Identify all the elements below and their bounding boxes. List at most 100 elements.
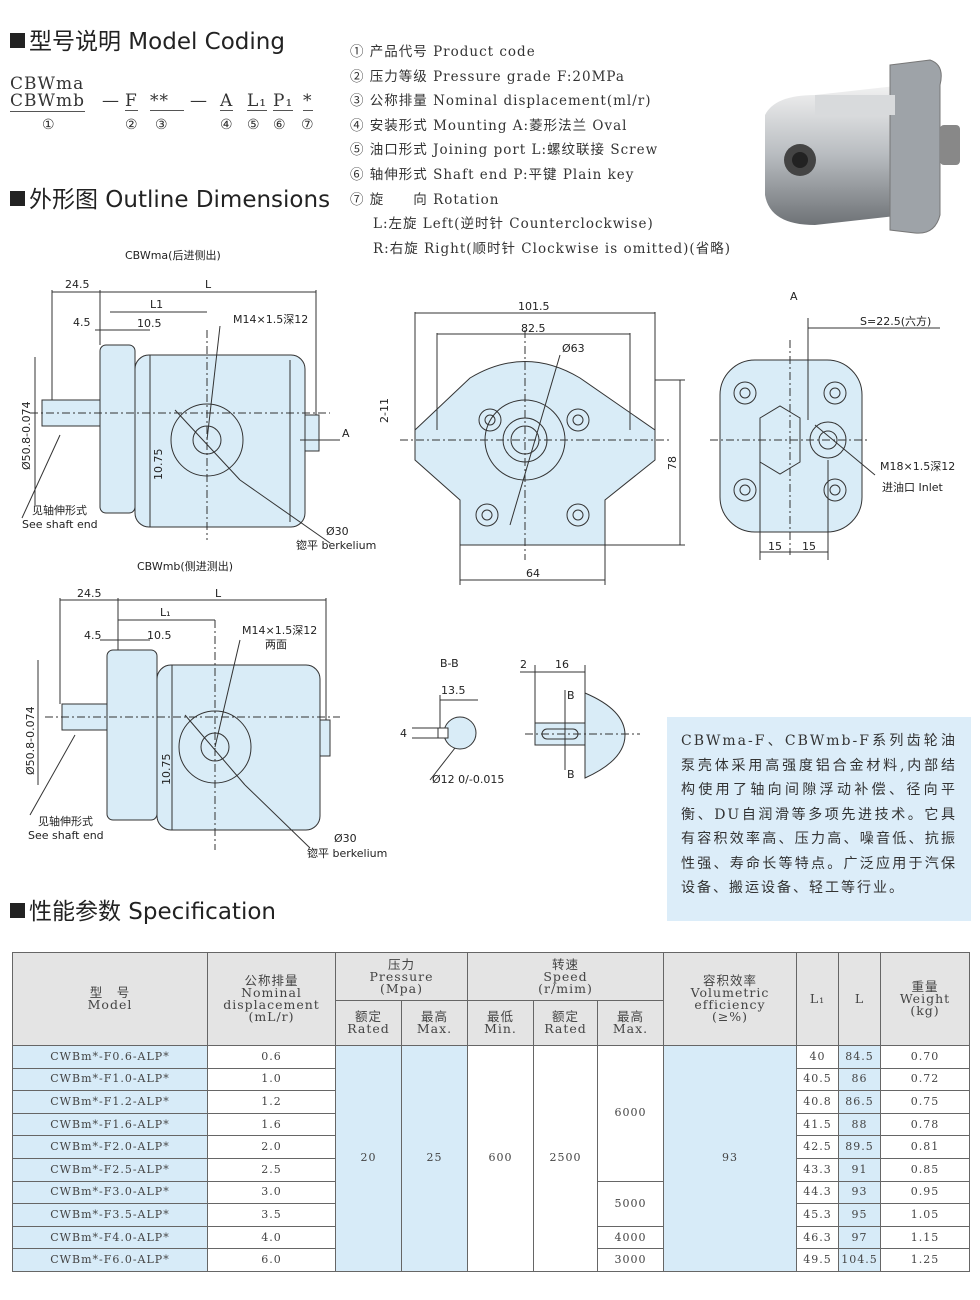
cell-l1: 46.3 [796, 1225, 839, 1250]
label: CBWmb(侧进测出) [137, 559, 233, 573]
section-title-text: 型号说明 Model Coding [29, 29, 285, 55]
cell-model: CWBm*-F2.5-ALP* [12, 1157, 208, 1182]
label: Ø50.8-0.074 [20, 401, 33, 470]
pump-front-view [400, 312, 685, 585]
spec-table: 型 号 Model 公称排量 Nominal displacement (mL/… [12, 952, 970, 1272]
label: A [342, 427, 350, 440]
cell-displacement: 0.6 [207, 1045, 336, 1069]
label: L₁ [160, 606, 171, 619]
cell-model: CWBm*-F6.0-ALP* [12, 1248, 208, 1272]
cell-l1: 40.8 [796, 1090, 839, 1114]
code-dash: — [102, 91, 120, 111]
cell-l: 93 [838, 1180, 881, 1205]
drawing-labels: CBWma(后进侧出) 24.5 L L1 4.5 10.5 M14×1.5深1… [20, 248, 955, 860]
code-p1: P₁ [273, 91, 294, 111]
cell-model: CWBm*-F1.0-ALP* [12, 1067, 208, 1092]
label: 10.75 [152, 449, 165, 481]
legend-item: L:左旋 Left(逆时针 Counterclockwise) [373, 216, 654, 233]
pump-side-view-cbwmb [29, 598, 340, 850]
cell-model: CWBm*-F3.5-ALP* [12, 1203, 208, 1227]
cell-displacement: 1.6 [207, 1112, 336, 1137]
th-speed-max: 最高 Max. [597, 1000, 664, 1046]
label: A [790, 290, 798, 303]
code-num: ⑤ [247, 117, 261, 133]
label: Ø63 [562, 342, 585, 355]
label: 78 [666, 456, 679, 470]
code-l1: L₁ [247, 91, 268, 111]
label: 15 [802, 540, 816, 553]
label: 24.5 [65, 278, 90, 291]
label: 101.5 [518, 300, 550, 313]
legend-item: R:右旋 Right(顺时针 Clockwise is omitted)(省略) [373, 240, 731, 257]
code-dash: — [190, 91, 208, 111]
label: 10.5 [147, 629, 172, 642]
cell-weight: 0.78 [880, 1112, 970, 1137]
code-num: ② [125, 117, 139, 133]
cell-pressure-rated: 20 [335, 1045, 402, 1272]
cell-l: 104.5 [838, 1248, 881, 1272]
cell-l: 86 [838, 1067, 881, 1092]
cell-l1: 42.5 [796, 1135, 839, 1159]
cell-weight: 0.70 [880, 1045, 970, 1069]
cell-displacement: 6.0 [207, 1248, 336, 1272]
cell-weight: 1.15 [880, 1225, 970, 1250]
code-num: ⑦ [301, 117, 315, 133]
cell-l: 97 [838, 1225, 881, 1250]
label: 两面 [265, 638, 287, 651]
section-title-spec: 性能参数 Specification [10, 892, 276, 926]
label: 2 [520, 658, 527, 671]
cell-speed-max: 6000 [597, 1045, 664, 1182]
th-efficiency: 容积效率 Volumetric efficiency (≥%) [663, 952, 797, 1046]
label: Ø12 0/-0.015 [432, 773, 504, 786]
label: 64 [526, 567, 540, 580]
cell-l1: 43.3 [796, 1157, 839, 1182]
cell-pressure-max: 25 [401, 1045, 468, 1272]
outline-drawings: CBWma(后进侧出) 24.5 L L1 4.5 10.5 M14×1.5深1… [20, 248, 955, 860]
cell-l: 91 [838, 1157, 881, 1182]
cell-l1: 49.5 [796, 1248, 839, 1272]
th-speed-rated: 额定 Rated [533, 1000, 598, 1046]
label: 10.75 [160, 754, 173, 786]
label: M14×1.5深12 [233, 313, 308, 326]
code-cbwma: CBWma [10, 74, 85, 94]
label: M14×1.5深12 [242, 624, 317, 637]
code-stars: ** [150, 93, 184, 111]
cell-speed-rated: 2500 [533, 1045, 598, 1272]
pump-end-view-a [710, 318, 940, 560]
legend-item: ⑦ 旋 向 Rotation [350, 191, 500, 208]
cell-l1: 45.3 [796, 1203, 839, 1227]
label: L1 [150, 298, 163, 311]
label: CBWma(后进侧出) [125, 248, 221, 262]
cell-weight: 0.95 [880, 1180, 970, 1205]
label: Ø50.8-0.074 [24, 706, 37, 775]
cell-l: 86.5 [838, 1090, 881, 1114]
cell-speed-max: 5000 [597, 1180, 664, 1227]
code-num: ③ [155, 117, 169, 133]
th-l1: L₁ [796, 952, 839, 1046]
section-title-outline: 外形图 Outline Dimensions [10, 180, 330, 214]
label: L [215, 587, 222, 600]
label: B [567, 768, 575, 781]
cell-l: 88 [838, 1112, 881, 1137]
label: 10.5 [137, 317, 162, 330]
th-displacement: 公称排量 Nominal displacement (mL/r) [207, 952, 336, 1046]
cell-weight: 0.85 [880, 1157, 970, 1182]
label: 见轴伸形式 [38, 814, 93, 828]
product-description: CBWma-F、CBWmb-F系列齿轮油泵壳体采用高强度铝合金材料,内部结构使用… [667, 717, 971, 921]
code-num: ⑥ [273, 117, 287, 133]
label: 4 [400, 727, 407, 740]
label: B [567, 689, 575, 702]
cell-model: CWBm*-F4.0-ALP* [12, 1225, 208, 1250]
cell-l1: 41.5 [796, 1112, 839, 1137]
cell-speed-max: 4000 [597, 1225, 664, 1250]
cell-l: 84.5 [838, 1045, 881, 1069]
cell-efficiency: 93 [663, 1045, 797, 1272]
label: Ø30 [326, 525, 349, 538]
code-cbwmb: CBWmb [10, 91, 85, 112]
th-pressure-rated: 额定 Rated [335, 1000, 402, 1046]
cell-speed-min: 600 [467, 1045, 534, 1272]
shaft-key-detail [520, 665, 640, 779]
